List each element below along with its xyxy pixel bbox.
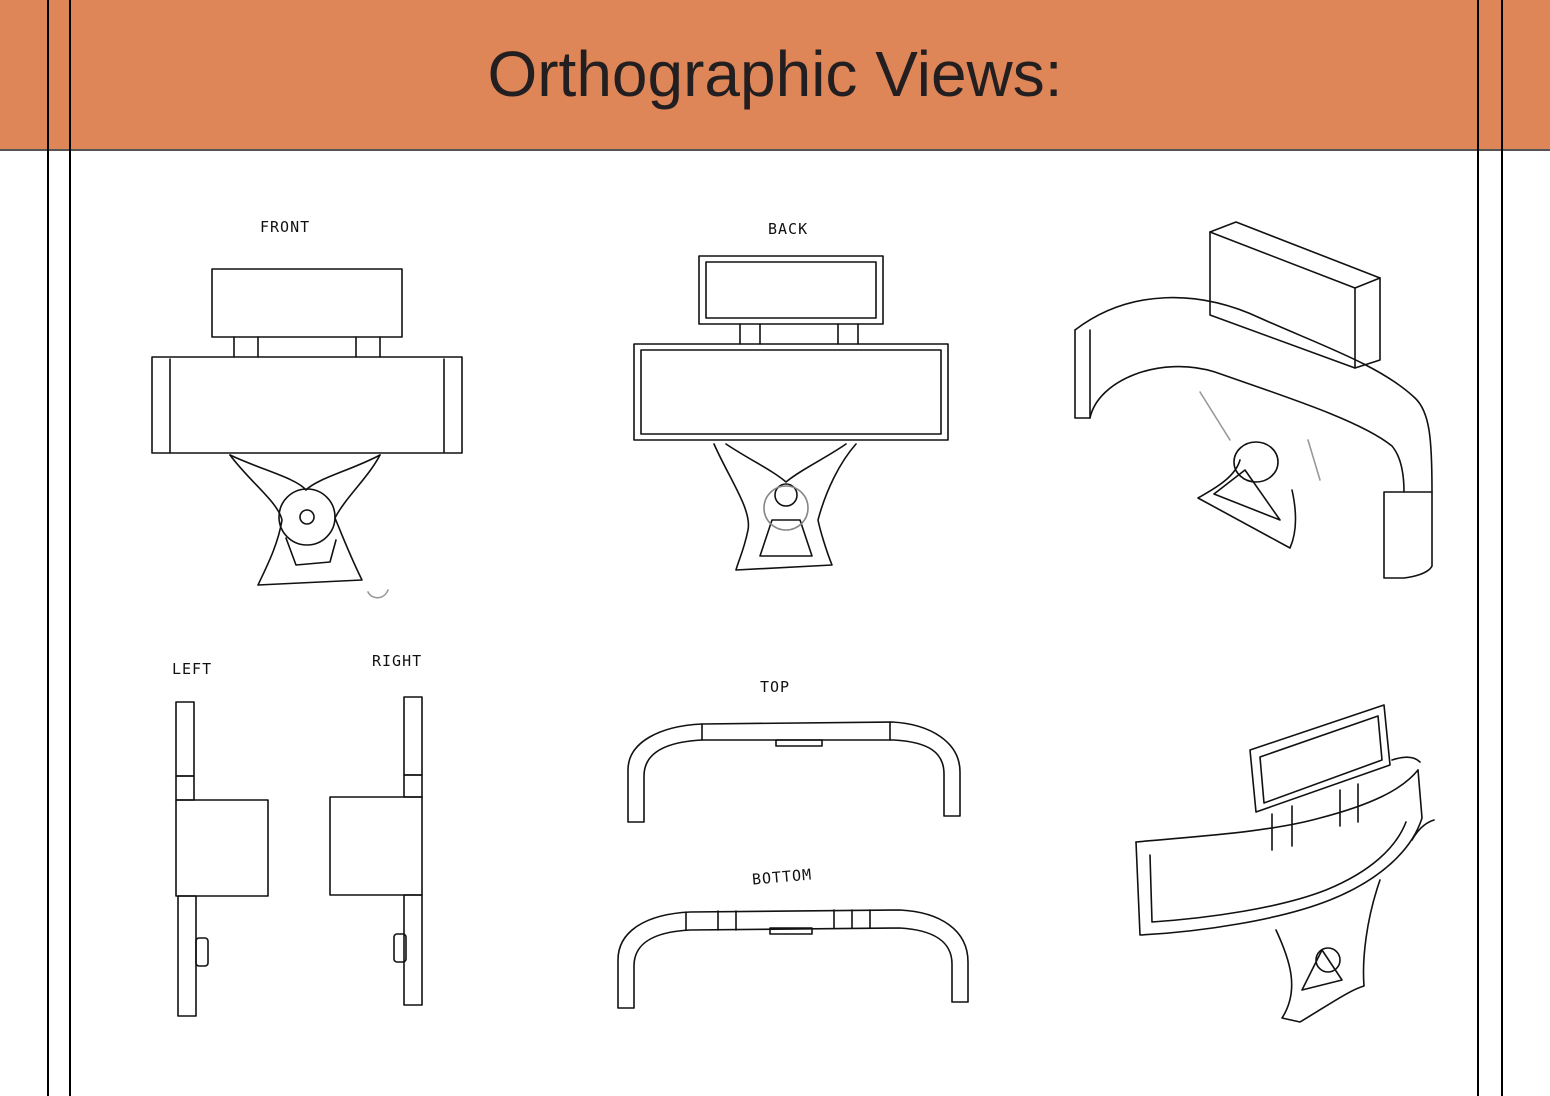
right-view-sketch [330, 697, 422, 1005]
isometric-view-2-sketch [1136, 705, 1434, 1022]
label-front: FRONT [260, 218, 311, 236]
border-line-right-inner [1477, 0, 1479, 1096]
border-line-left-outer [47, 0, 49, 1096]
label-top: TOP [760, 678, 791, 696]
bottom-view-sketch [618, 910, 968, 1008]
back-view-sketch [634, 256, 948, 570]
border-line-left-inner [69, 0, 71, 1096]
isometric-view-sketch [1075, 222, 1432, 578]
top-view-sketch [628, 722, 960, 822]
title-banner: Orthographic Views: [0, 0, 1550, 151]
label-back: BACK [768, 220, 809, 238]
left-view-sketch [176, 702, 268, 1016]
label-left: LEFT [172, 660, 213, 678]
front-view-sketch [152, 269, 462, 598]
page-title: Orthographic Views: [487, 38, 1063, 110]
border-line-right-outer [1501, 0, 1503, 1096]
label-right: RIGHT [372, 652, 423, 670]
